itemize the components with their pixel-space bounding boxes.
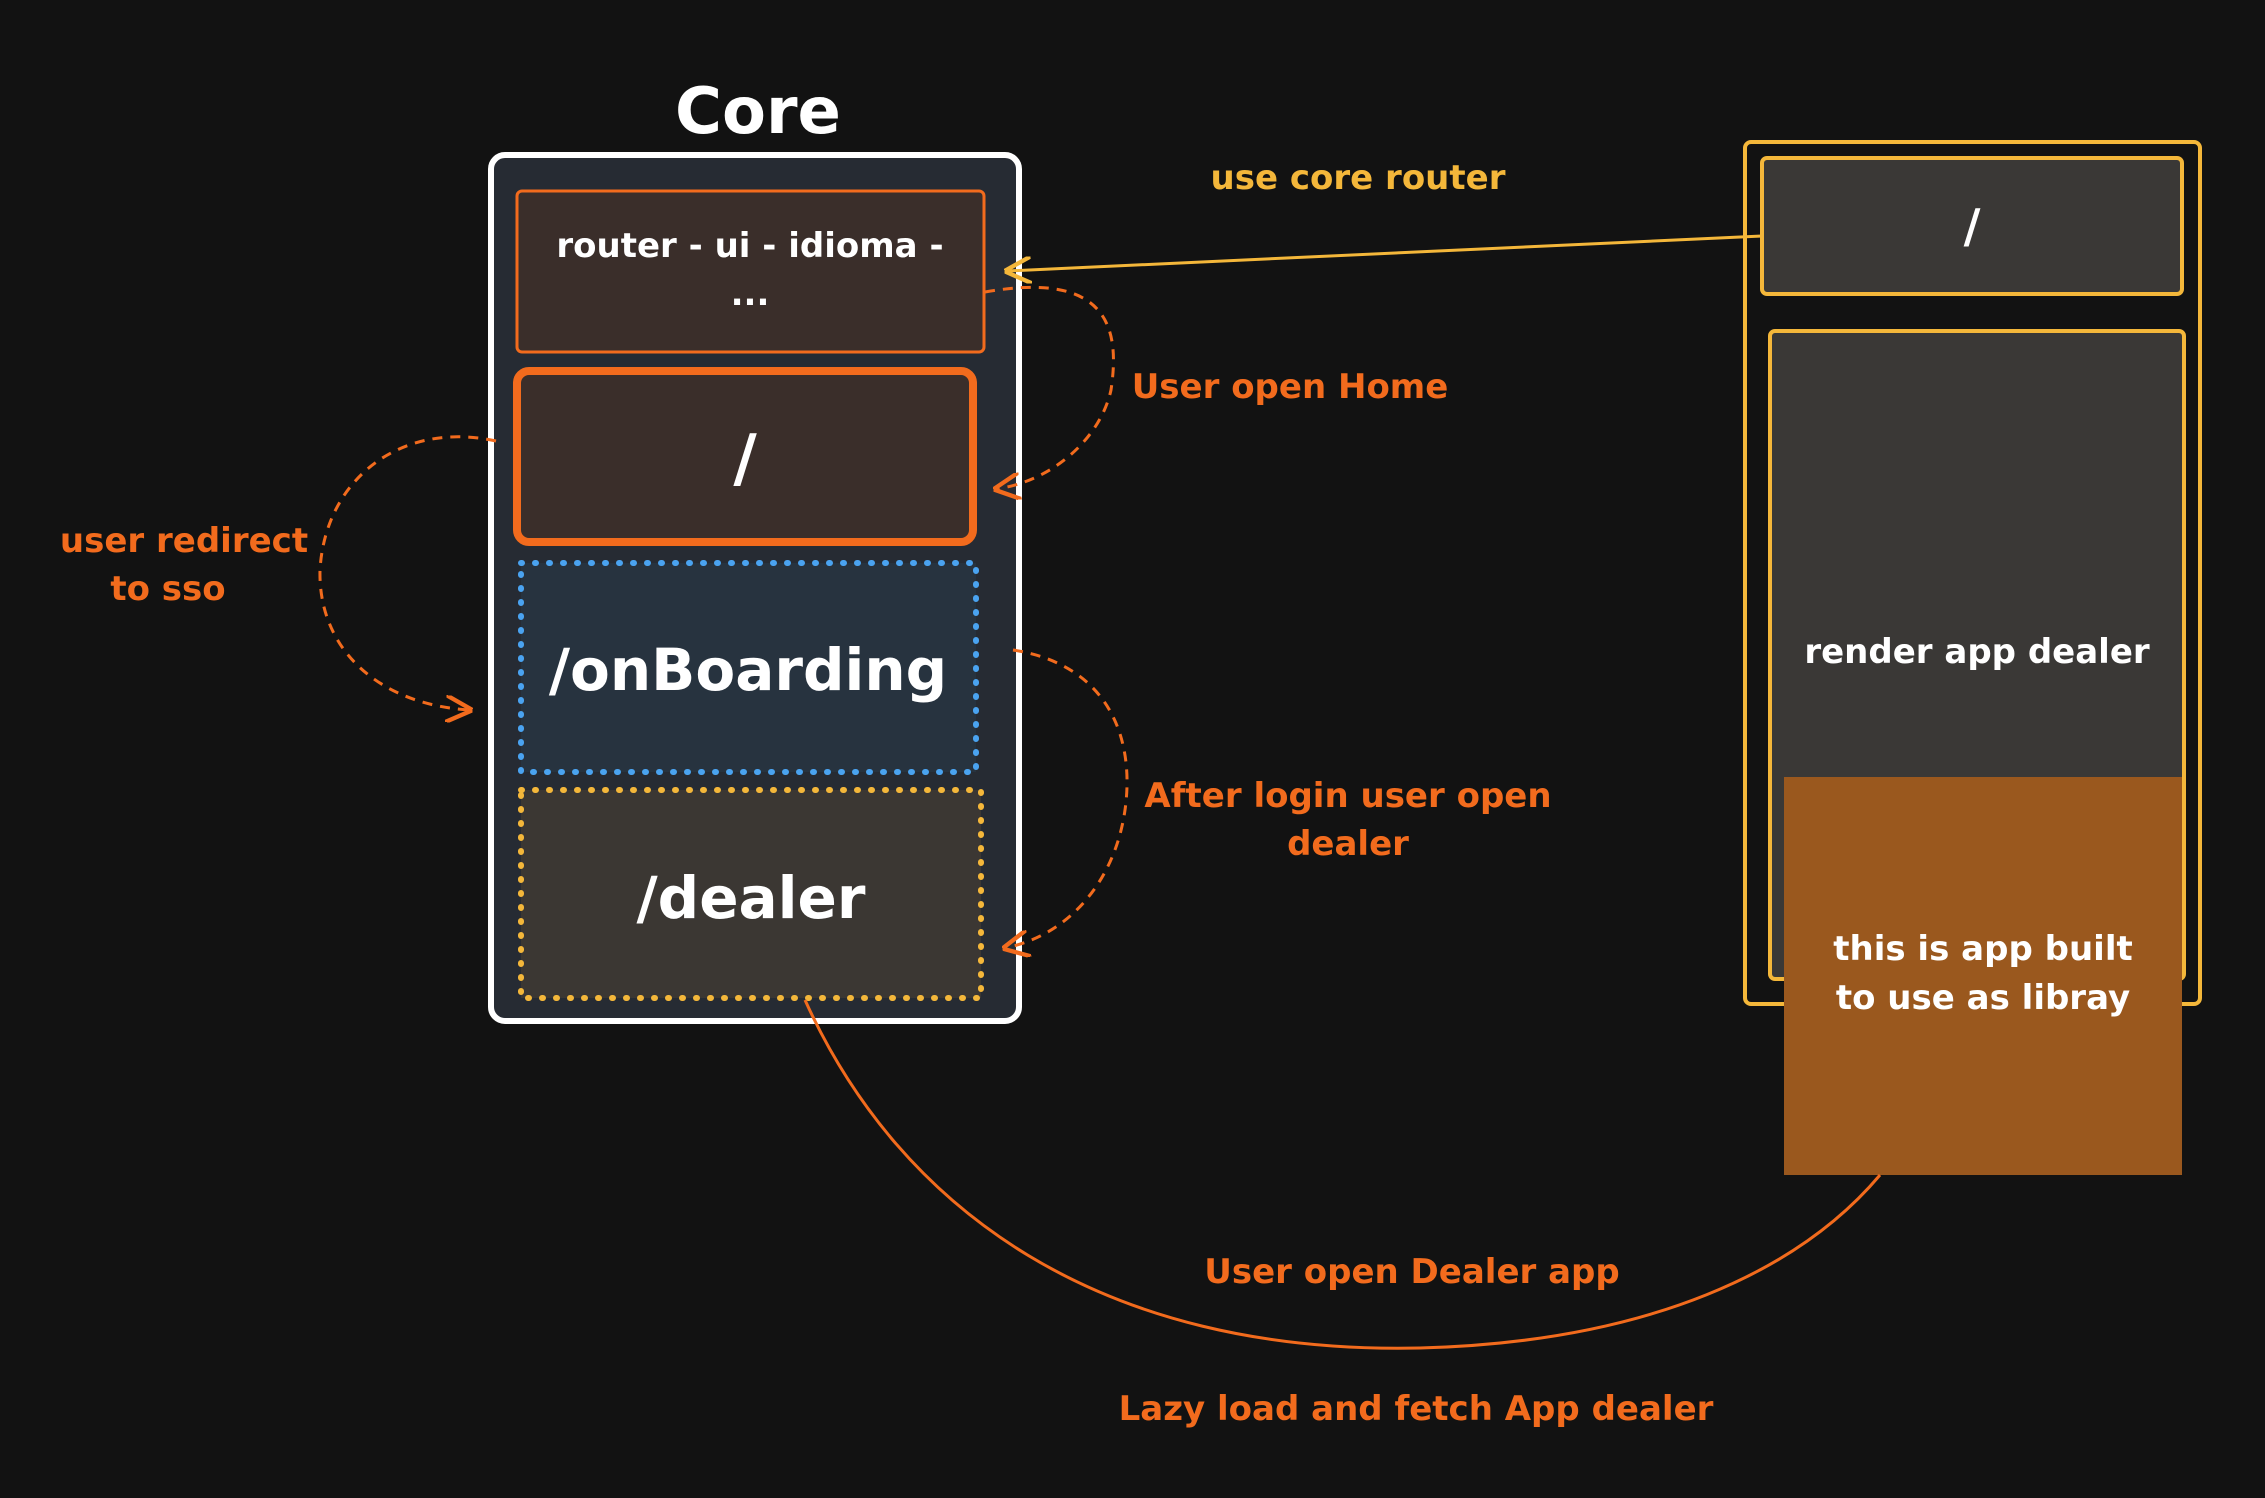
route-onboarding-frame	[518, 560, 979, 775]
dealer-app-container: / render app dealer this is app built to…	[1743, 140, 2202, 1175]
core-container: Core router - ui - idioma - ... / /onBoa…	[488, 75, 1022, 1024]
library-note-line1: this is app built	[1833, 929, 2132, 969]
library-note-line2: to use as libray	[1836, 978, 2130, 1018]
core-route-dealer: /dealer	[518, 787, 984, 1001]
after-login-arrow	[1005, 648, 1129, 948]
route-dealer-label: /dealer	[637, 864, 866, 932]
user-redirect-arrow	[318, 435, 497, 710]
route-dealer-frame	[518, 787, 984, 1001]
use-core-router-label: use core router	[1211, 158, 1506, 198]
user-open-dealer-app-label: User open Dealer app	[1204, 1252, 1619, 1292]
deps-box-frame	[515, 189, 986, 354]
user-redirect-label-line2: to sso	[110, 569, 225, 609]
user-redirect-label-line1: user redirect	[60, 521, 308, 561]
user-open-home-arrow	[984, 285, 1115, 489]
dealer-app-route-root: /	[1760, 156, 2184, 296]
route-root-label: /	[733, 422, 757, 496]
core-route-onboarding: /onBoarding	[518, 560, 979, 775]
render-area-label: render app dealer	[1804, 632, 2150, 672]
core-route-root: /	[513, 367, 977, 546]
library-note-box	[1784, 777, 2182, 1175]
dealer-route-root-label: /	[1964, 199, 1981, 253]
use-core-router-arrow	[1007, 234, 1763, 271]
library-note: this is app built to use as libray	[1784, 777, 2182, 1175]
lazy-load-label: Lazy load and fetch App dealer	[1119, 1389, 1714, 1429]
after-login-label-line1: After login user open	[1144, 776, 1551, 816]
core-title: Core	[675, 75, 841, 149]
deps-label-line2: ...	[731, 274, 770, 314]
core-deps-box: router - ui - idioma - ...	[515, 189, 986, 354]
dealer-route-root-frame	[1760, 156, 2184, 296]
route-root-frame	[513, 367, 977, 546]
route-onboarding-label: /onBoarding	[549, 636, 947, 704]
after-login-label-line2: dealer	[1287, 824, 1409, 864]
deps-label-line1: router - ui - idioma -	[556, 226, 943, 266]
user-open-home-label: User open Home	[1132, 367, 1449, 407]
lazy-load-curve	[803, 999, 1882, 1350]
